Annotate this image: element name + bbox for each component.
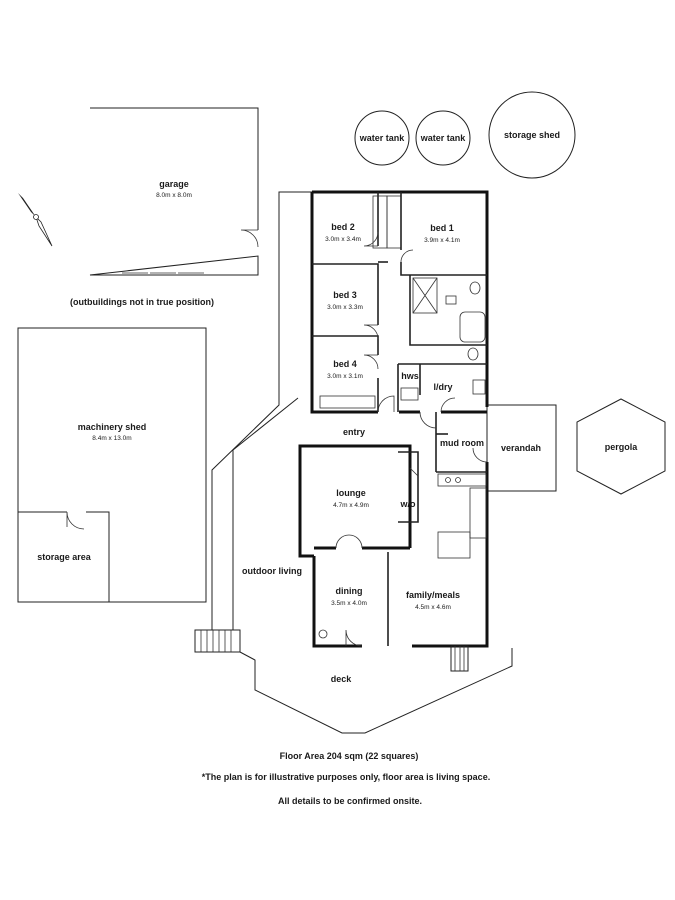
ldry-label: l/dry (433, 382, 452, 392)
verandah-label: verandah (501, 443, 541, 453)
wo-label: w/o (400, 499, 417, 509)
dining-dims: 3.5m x 4.0m (331, 600, 367, 607)
machinery-shed-dims: 8.4m x 13.0m (92, 435, 131, 442)
verandah-outline (486, 404, 557, 492)
water-tank-1 (354, 110, 410, 166)
hws-label: hws (401, 371, 419, 381)
bed1-dims: 3.9m x 4.1m (424, 237, 460, 244)
pergola-label: pergola (605, 442, 639, 452)
garage-label: garage (159, 179, 189, 189)
garage-outline (89, 107, 259, 276)
pergola-outline (576, 398, 666, 495)
disclaimer-text: *The plan is for illustrative purposes o… (202, 772, 490, 782)
confirm-text: All details to be confirmed onsite. (278, 796, 422, 806)
machinery-shed-outline (17, 327, 207, 603)
bed4-label: bed 4 (333, 359, 357, 369)
floor-area-text: Floor Area 204 sqm (22 squares) (280, 751, 419, 761)
lounge-label: lounge (336, 488, 366, 498)
bed1-label: bed 1 (430, 223, 454, 233)
storage-area-label: storage area (37, 552, 92, 562)
garage-dims: 8.0m x 8.0m (156, 192, 192, 199)
door-swings (335, 231, 488, 647)
water-tank-2-label: water tank (420, 133, 467, 143)
bed3-label: bed 3 (333, 290, 357, 300)
dining-label: dining (336, 586, 363, 596)
lounge-dims: 4.7m x 4.9m (333, 502, 369, 509)
outbuildings-note: (outbuildings not in true position) (70, 297, 214, 307)
bed2-label: bed 2 (331, 222, 355, 232)
bed3-dims: 3.0m x 3.3m (327, 304, 363, 311)
bed4-dims: 3.0m x 3.1m (327, 373, 363, 380)
mud-room-label: mud room (440, 438, 484, 448)
deck-label: deck (331, 674, 353, 684)
water-tank-2 (415, 110, 471, 166)
house-walls (298, 190, 489, 648)
bed2-dims: 3.0m x 3.4m (325, 236, 361, 243)
storage-shed (488, 91, 576, 179)
compass-icon (18, 193, 53, 247)
entry-label: entry (343, 427, 365, 437)
family-label: family/meals (406, 590, 460, 600)
family-dims: 4.5m x 4.6m (415, 604, 451, 611)
storage-shed-label: storage shed (504, 130, 560, 140)
machinery-shed-label: machinery shed (78, 422, 147, 432)
water-tank-1-label: water tank (359, 133, 406, 143)
site-path-outline (194, 191, 513, 734)
outdoor-living-label: outdoor living (242, 566, 302, 576)
